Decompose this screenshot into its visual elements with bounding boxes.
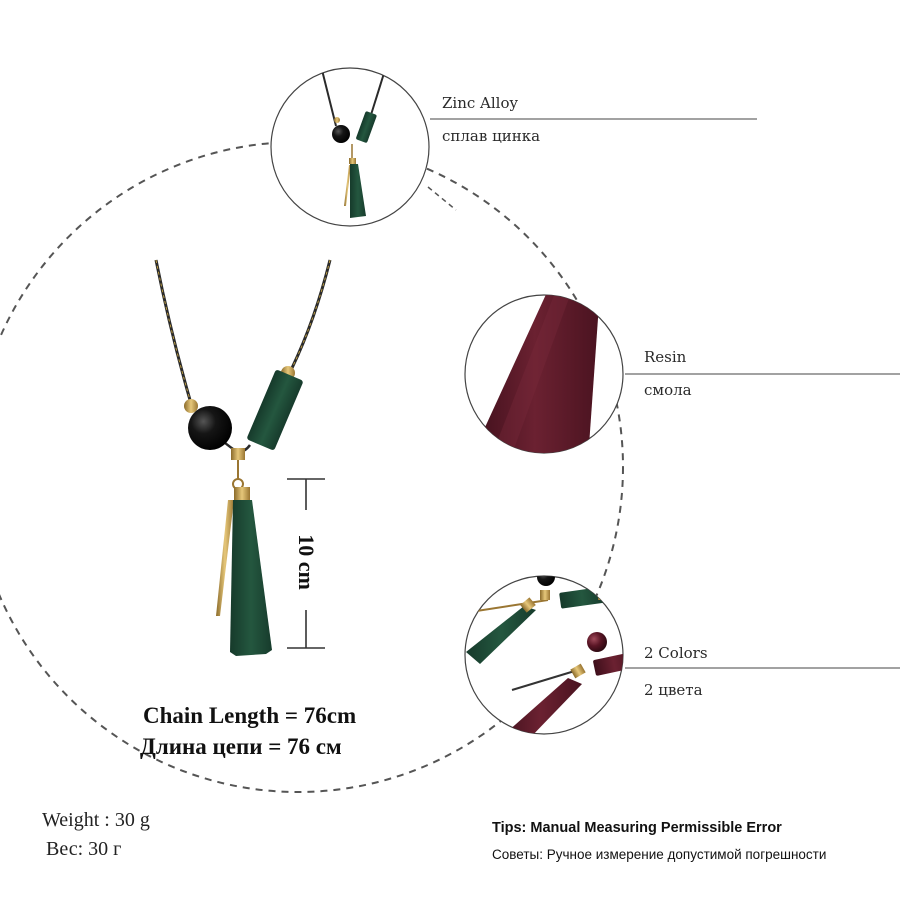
zinc-alloy-label-en: Zinc Alloy: [442, 94, 518, 112]
colors-detail-image: [466, 576, 623, 734]
colors-label-en: 2 Colors: [644, 644, 708, 662]
tips-subtitle: Советы: Ручное измерение допустимой погр…: [492, 847, 827, 862]
dashed-ring: [0, 141, 624, 793]
zinc-alloy-label-ru: сплав цинка: [442, 127, 541, 145]
chain-length-en: Chain Length = 76cm: [143, 703, 357, 728]
necklace-main-image: [154, 259, 332, 656]
colors-label-ru: 2 цвета: [644, 681, 703, 699]
detail-circle-zinc: [270, 67, 430, 227]
pendant-length-label: 10 cm: [294, 534, 319, 590]
resin-label-ru: смола: [644, 381, 692, 399]
weight-en: Weight : 30 g: [42, 809, 150, 831]
resin-detail-image: [470, 295, 600, 453]
chain-length-ru: Длина цепи = 76 см: [140, 734, 342, 759]
tips-title: Tips: Manual Measuring Permissible Error: [492, 820, 782, 836]
weight-ru: Вес: 30 г: [46, 838, 122, 860]
dimension-marker: [287, 478, 325, 649]
zinc-detail-image: [321, 69, 386, 218]
resin-label-en: Resin: [644, 348, 687, 366]
